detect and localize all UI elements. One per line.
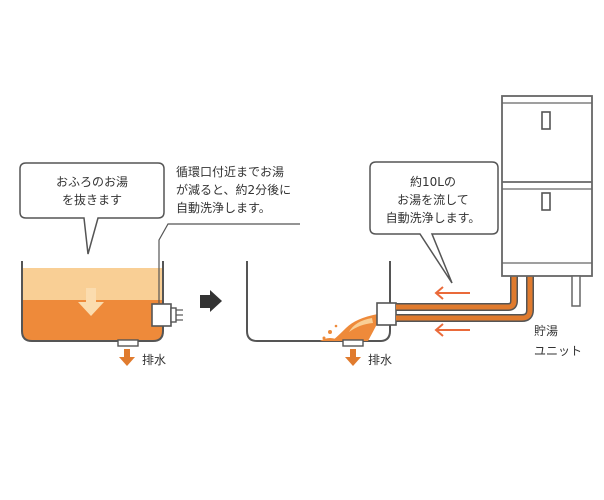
arrow-right-icon — [200, 290, 222, 312]
drain-plug — [117, 339, 139, 347]
drain-plug-right — [342, 339, 364, 347]
circulation-pipes — [396, 272, 534, 322]
right-bathtub: 排水 — [246, 261, 397, 367]
port-note: 循環口付近までお湯 が減ると、約2分後に 自動洗浄します。 — [158, 165, 300, 303]
unit-handle-bottom — [541, 192, 551, 211]
bubble2-line2: お湯を流して — [397, 193, 469, 207]
tub-outline-right — [246, 261, 391, 342]
arrow-left-icon — [434, 323, 470, 337]
circulation-port-right — [376, 302, 397, 326]
left-bathtub: 排水 — [21, 261, 183, 367]
drain-label: 排水 — [142, 353, 166, 367]
unit-label-line2: ユニット — [534, 344, 582, 358]
arrow-down-icon — [78, 288, 104, 316]
unit-leg — [571, 275, 581, 307]
bubble2-line1: 約10Lの — [410, 174, 456, 189]
tub-water-light — [22, 268, 163, 300]
splash-water — [320, 314, 378, 341]
circulation-port — [151, 303, 183, 327]
leader-line — [158, 223, 300, 303]
arrow-down-icon — [345, 349, 361, 366]
note-line3: 自動洗浄します。 — [176, 201, 271, 215]
bubble-text-line1: おふろのお湯 — [56, 175, 128, 189]
unit-label-line1: 貯湯 — [534, 324, 558, 338]
speech-bubble-drain: おふろのお湯 を抜きます — [19, 162, 165, 255]
note-line2: が減ると、約2分後に — [176, 182, 291, 197]
note-line1: 循環口付近までお湯 — [176, 165, 284, 179]
tub-outline — [21, 261, 164, 342]
bubble2-line3: 自動洗浄します。 — [386, 211, 481, 225]
bubble-text-line2: を抜きます — [62, 193, 122, 207]
arrow-left-icon — [434, 286, 470, 300]
unit-handle-top — [541, 111, 551, 130]
speech-bubble-clean: 約10Lの お湯を流して 自動洗浄します。 — [369, 161, 499, 284]
tub-water-dark — [22, 300, 163, 341]
drain-label-right: 排水 — [368, 353, 392, 367]
arrow-down-icon — [119, 349, 135, 366]
storage-unit: 貯湯 ユニット — [501, 95, 593, 358]
